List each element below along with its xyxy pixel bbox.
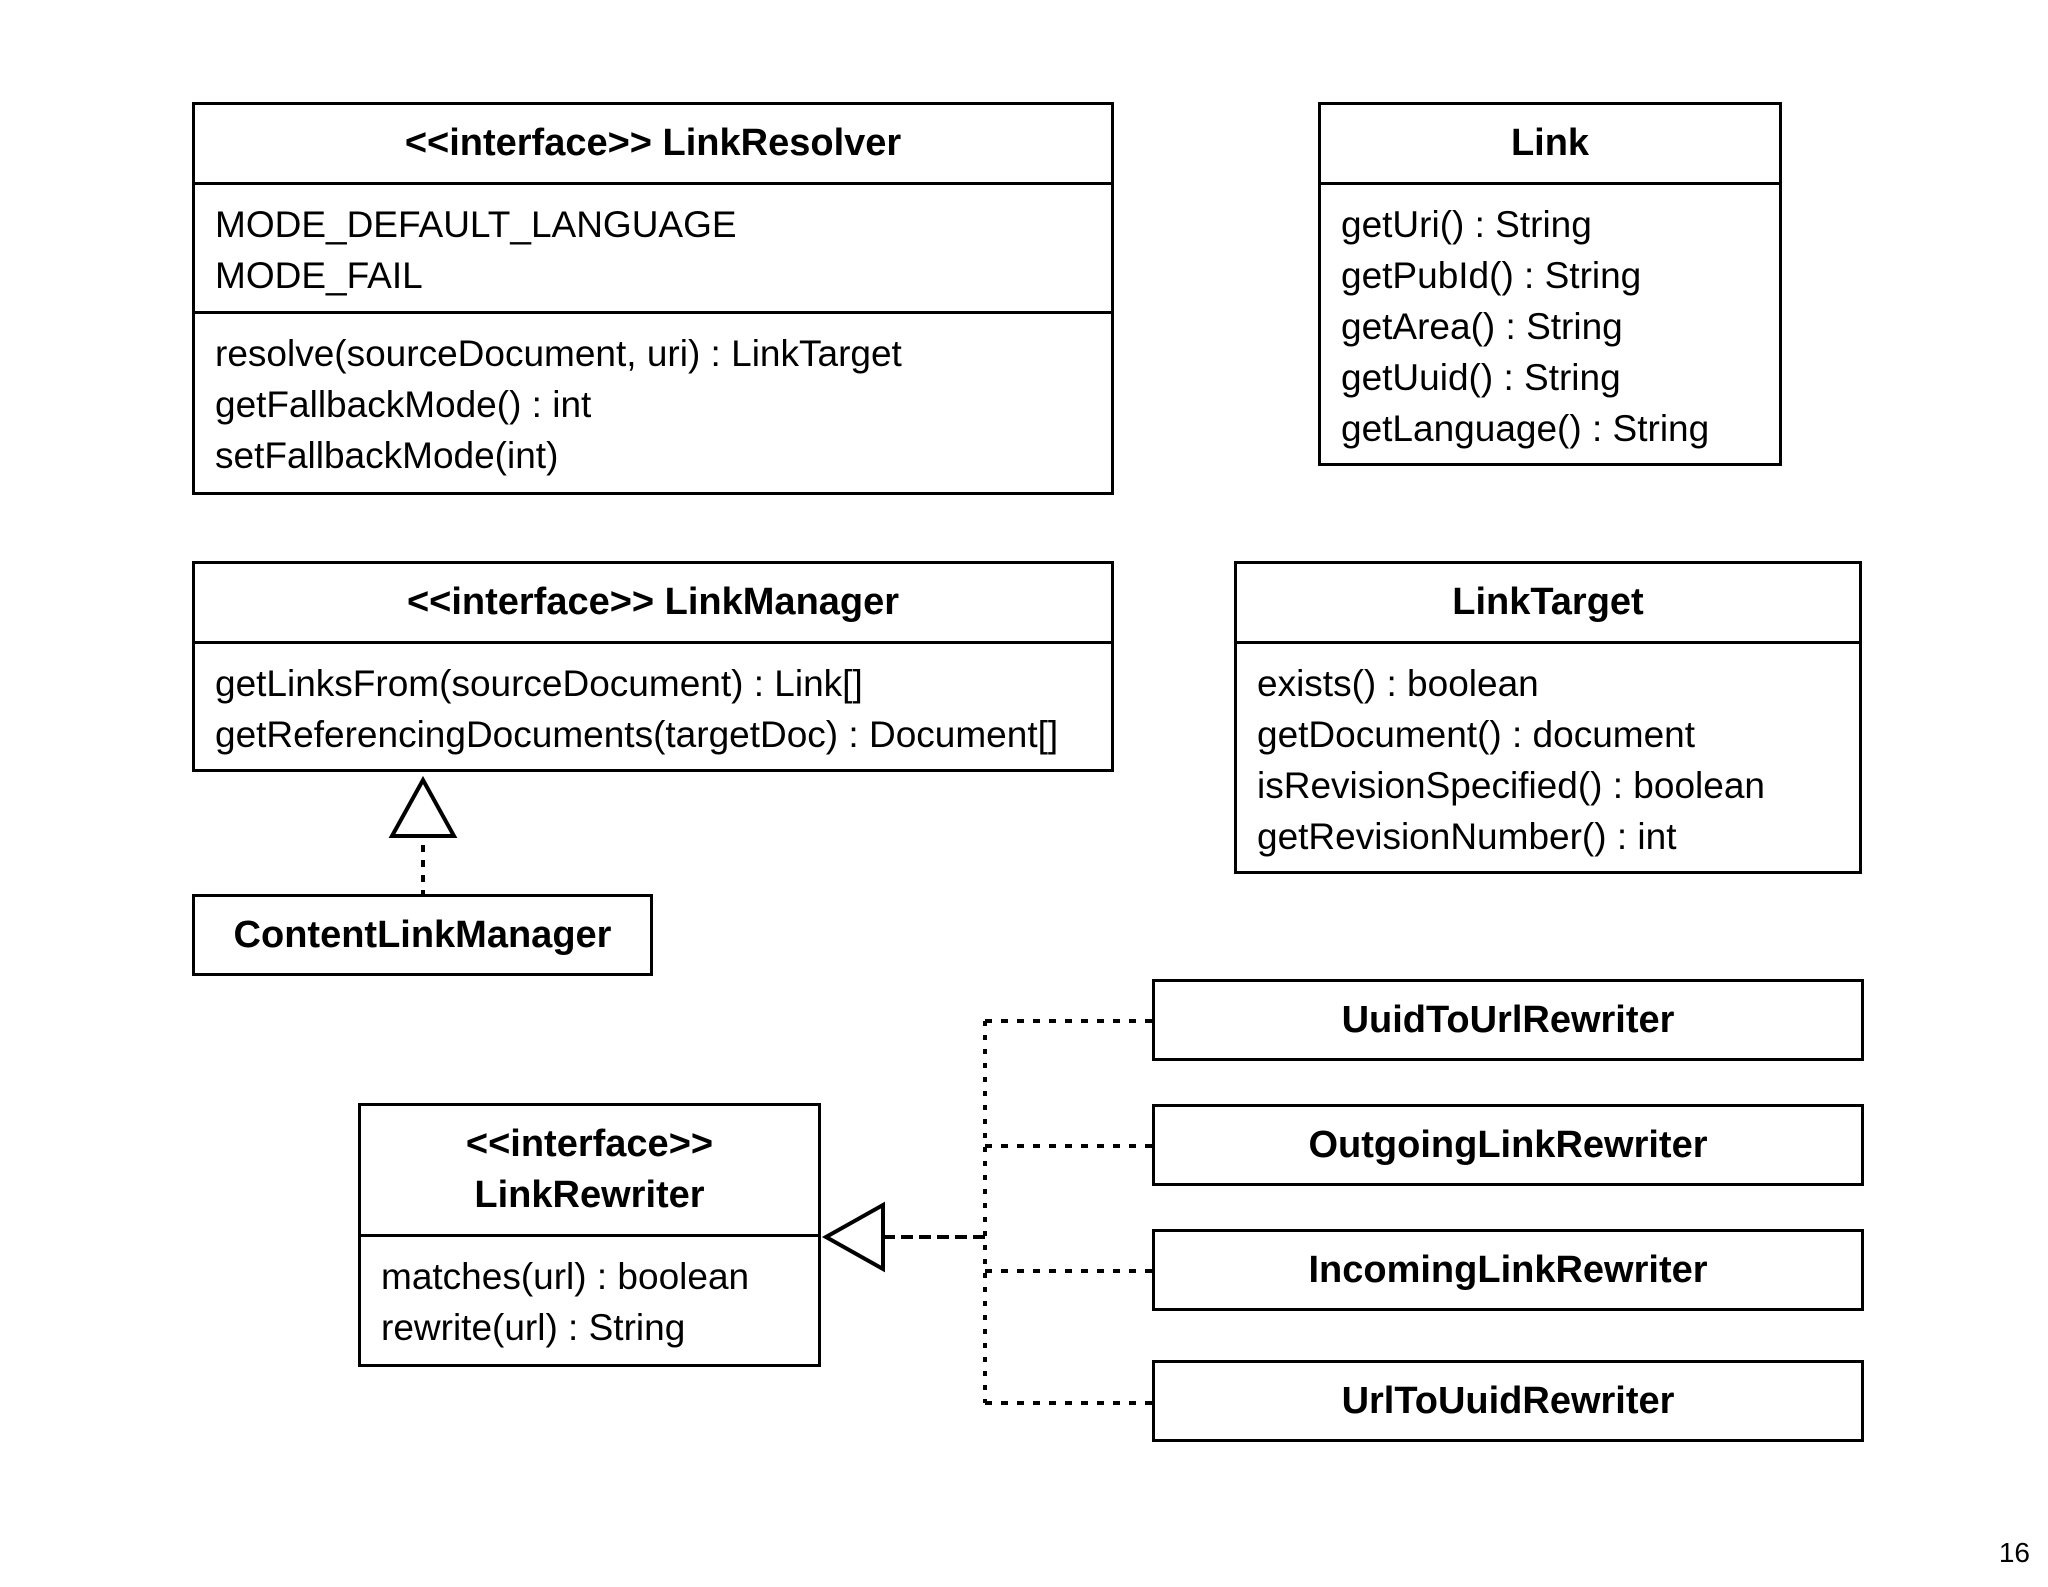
attributes-section: MODE_DEFAULT_LANGUAGE MODE_FAIL [195, 185, 1111, 311]
class-title: IncomingLinkRewriter [1308, 1248, 1708, 1291]
methods-section: resolve(sourceDocument, uri) : LinkTarge… [195, 311, 1111, 491]
method-item: getDocument() : document [1257, 714, 1696, 755]
class-title: Link [1321, 105, 1779, 185]
attribute-item: MODE_FAIL [215, 255, 423, 296]
realization-arrowhead-linkmanager [388, 775, 458, 838]
method-item: resolve(sourceDocument, uri) : LinkTarge… [215, 333, 902, 374]
method-item: exists() : boolean [1257, 663, 1539, 704]
attribute-item: MODE_DEFAULT_LANGUAGE [215, 204, 737, 245]
method-item: rewrite(url) : String [381, 1307, 686, 1348]
methods-section: getUri() : String getPubId() : String ge… [1321, 185, 1779, 464]
class-title: ContentLinkManager [233, 913, 612, 956]
class-urltouuidrewriter: UrlToUuidRewriter [1152, 1360, 1864, 1442]
class-linkmanager: <<interface>> LinkManager getLinksFrom(s… [192, 561, 1114, 772]
class-incominglinkrewriter: IncomingLinkRewriter [1152, 1229, 1864, 1311]
class-linkresolver: <<interface>> LinkResolver MODE_DEFAULT_… [192, 102, 1114, 495]
class-linkrewriter: <<interface>> LinkRewriter matches(url) … [358, 1103, 821, 1367]
method-item: getLinksFrom(sourceDocument) : Link[] [215, 663, 863, 704]
method-item: getUuid() : String [1341, 357, 1621, 398]
class-link: Link getUri() : String getPubId() : Stri… [1318, 102, 1782, 466]
class-title-block: <<interface>> LinkRewriter [361, 1106, 818, 1237]
method-item: isRevisionSpecified() : boolean [1257, 765, 1765, 806]
page-number: 16 [1998, 1537, 2030, 1568]
class-title: LinkRewriter [474, 1174, 705, 1216]
methods-section: matches(url) : boolean rewrite(url) : St… [361, 1237, 818, 1363]
method-item: getRevisionNumber() : int [1257, 816, 1677, 857]
class-title: OutgoingLinkRewriter [1308, 1123, 1708, 1166]
method-item: getPubId() : String [1341, 255, 1642, 296]
class-stereotype: <<interface>> [465, 1123, 714, 1165]
class-outgoinglinkrewriter: OutgoingLinkRewriter [1152, 1104, 1864, 1186]
class-title: <<interface>> LinkResolver [195, 105, 1111, 185]
method-item: getFallbackMode() : int [215, 384, 592, 425]
method-item: matches(url) : boolean [381, 1256, 750, 1297]
realization-arrowhead-linkrewriter [821, 1201, 885, 1273]
class-uuidtourlrewriter: UuidToUrlRewriter [1152, 979, 1864, 1061]
methods-section: getLinksFrom(sourceDocument) : Link[] ge… [195, 644, 1111, 770]
class-title: UrlToUuidRewriter [1341, 1379, 1675, 1422]
class-linktarget: LinkTarget exists() : boolean getDocumen… [1234, 561, 1862, 874]
class-title: UuidToUrlRewriter [1341, 998, 1675, 1041]
method-item: getArea() : String [1341, 306, 1623, 347]
method-item: getLanguage() : String [1341, 408, 1710, 449]
class-contentlinkmanager: ContentLinkManager [192, 894, 653, 976]
method-item: setFallbackMode(int) [215, 435, 559, 476]
class-title: LinkTarget [1237, 564, 1859, 644]
method-item: getUri() : String [1341, 204, 1592, 245]
class-title: <<interface>> LinkManager [195, 564, 1111, 644]
methods-section: exists() : boolean getDocument() : docum… [1237, 644, 1859, 872]
method-item: getReferencingDocuments(targetDoc) : Doc… [215, 714, 1059, 755]
